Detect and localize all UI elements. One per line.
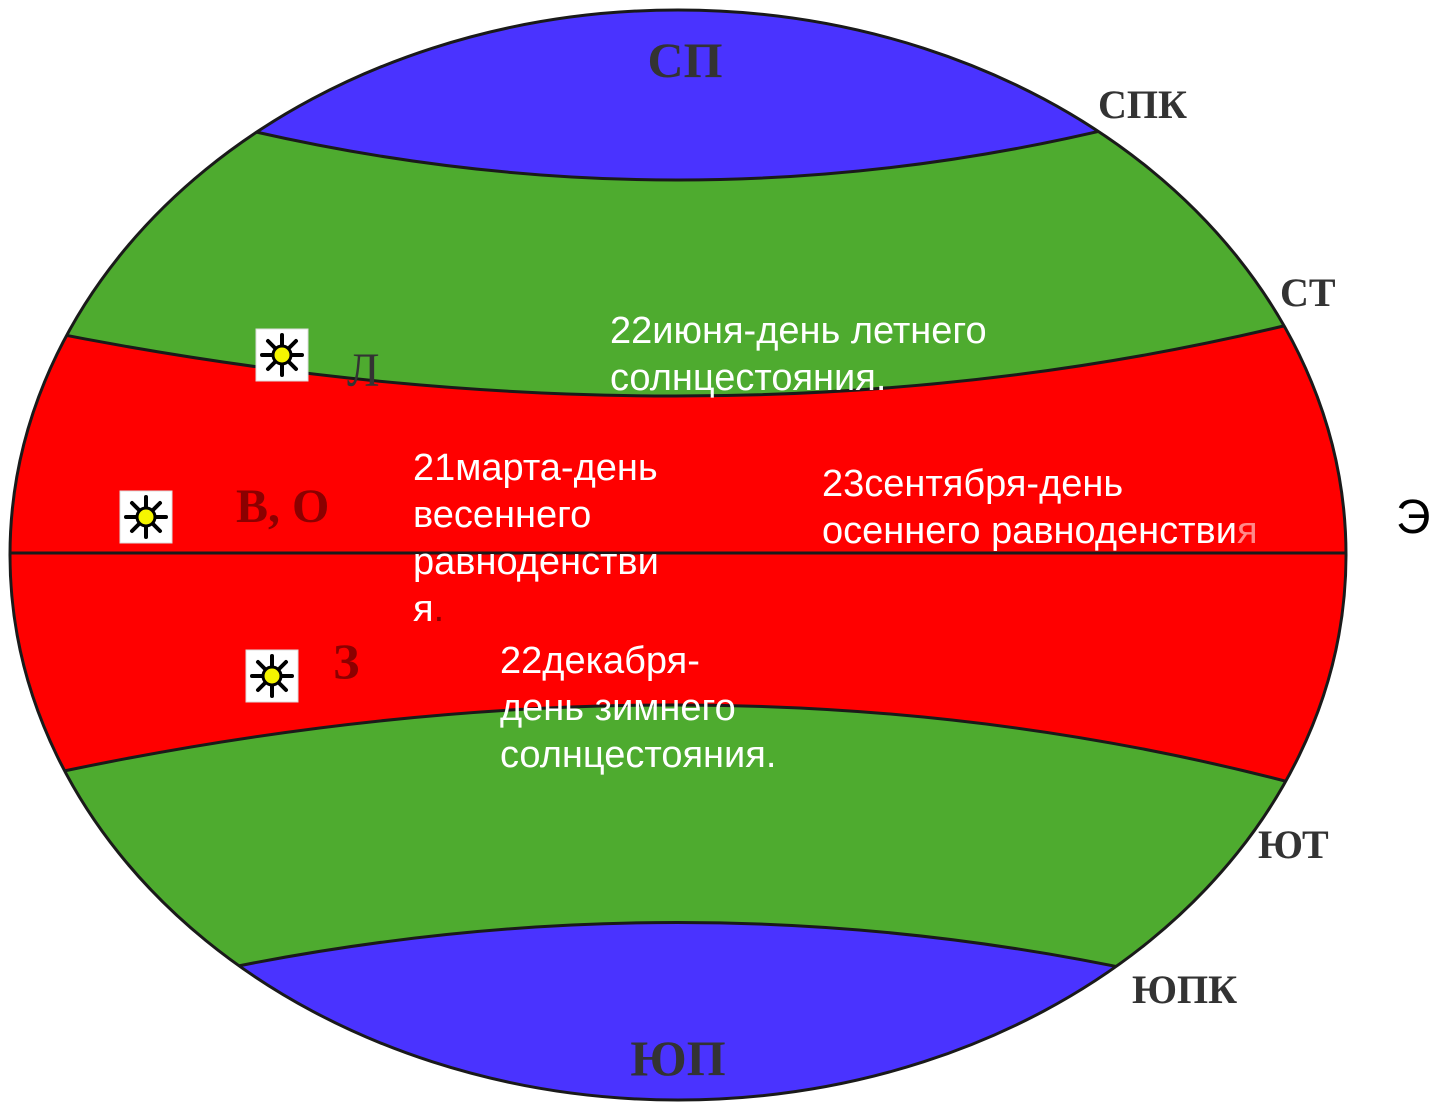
arctic-circle-label: СПК bbox=[1098, 82, 1187, 127]
caption-line: осеннего равноденствия bbox=[822, 508, 1258, 555]
caption-line: я. bbox=[413, 586, 659, 633]
caption-fragment-faded: я bbox=[1236, 510, 1258, 552]
caption-period: . bbox=[433, 588, 445, 630]
caption-fragment: я bbox=[413, 588, 434, 630]
caption-line: день зимнего bbox=[500, 687, 736, 729]
globe-outline bbox=[8, 8, 1348, 1102]
caption-line: 22июня-день летнего bbox=[610, 310, 987, 352]
caption-line: 22декабря- bbox=[500, 640, 700, 682]
arctic-circle-line bbox=[149, 103, 1201, 182]
sun-icon bbox=[244, 648, 300, 704]
sun-icon bbox=[254, 327, 310, 383]
caption-line: весеннего bbox=[413, 494, 592, 536]
caption-line: солнцестояния. bbox=[500, 734, 777, 776]
caption-line: 21марта-день bbox=[413, 447, 658, 489]
autumn-equinox-caption: 23сентября-день осеннего равноденствия bbox=[822, 461, 1258, 555]
summer-solstice-mark: Л bbox=[347, 344, 380, 397]
spring-equinox-caption: 21марта-день весеннего равноденстви я. bbox=[413, 445, 659, 633]
winter-solstice-caption: 22декабря- день зимнего солнцестояния. bbox=[500, 638, 776, 779]
tropic-cancer-line bbox=[10, 320, 1301, 398]
tropic-cancer-label: СТ bbox=[1280, 270, 1336, 315]
sun-icon bbox=[118, 489, 174, 545]
caption-line: равноденстви bbox=[413, 541, 659, 583]
summer-solstice-caption: 22июня-день летнего солнцестояния. bbox=[610, 308, 987, 402]
caption-fragment: осеннего равноденстви bbox=[822, 510, 1237, 552]
antarctic-circle-line bbox=[149, 921, 1201, 987]
equinox-mark: В, О bbox=[236, 480, 329, 533]
antarctic-circle-label: ЮПК bbox=[1132, 967, 1237, 1012]
tropic-capricorn-label: ЮТ bbox=[1258, 822, 1329, 867]
caption-line: солнцестояния. bbox=[610, 357, 887, 399]
south-pole-label: ЮП bbox=[630, 1030, 725, 1086]
north-pole-label: СП bbox=[648, 32, 723, 88]
equator-letter: Э bbox=[1396, 491, 1431, 544]
caption-line: 23сентября-день bbox=[822, 463, 1124, 505]
winter-solstice-mark: З bbox=[333, 633, 359, 689]
tropic-capricorn-line bbox=[10, 703, 1301, 787]
